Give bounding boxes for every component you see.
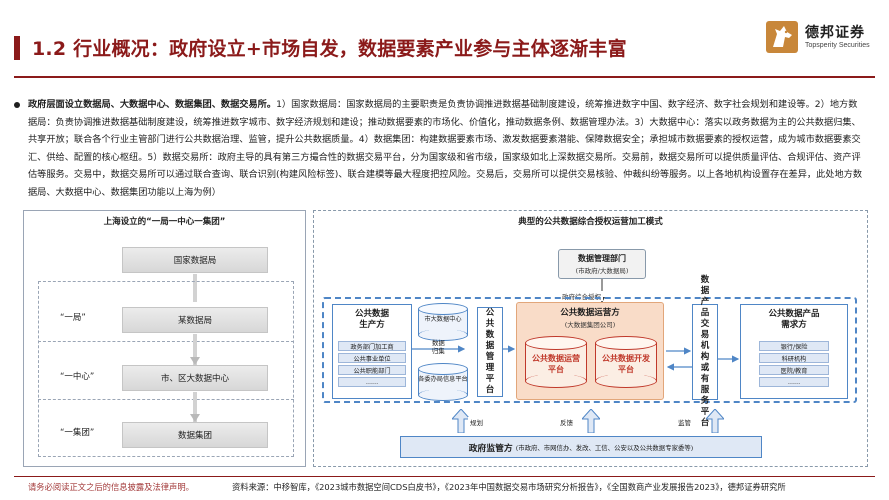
left-diagram-title: 上海设立的“一局一中心一集团” [103, 217, 226, 227]
brand-logo: 德邦证券 Topsperity Securities [765, 18, 875, 58]
footer-divider [14, 476, 875, 477]
city-big-data-center-cylinder: 市大数据中心 [418, 303, 468, 341]
demander-item: 银行/保险 [759, 341, 829, 351]
local-data-bureau-box: 某数据局 [122, 307, 268, 333]
bullet-dot-icon [14, 102, 20, 108]
data-demander-box: 公共数据产品 需求方 银行/保险 科研机构 医院/教育 …… [740, 304, 848, 399]
up-arrow-icon [582, 409, 600, 433]
arrow-label-feedback: 反馈 [558, 417, 575, 427]
intro-lead: 政府层面设立数据局、大数据中心、数据集团、数据交易所。 [28, 99, 277, 110]
connector-line [193, 334, 197, 366]
dashed-group-frame [38, 281, 294, 457]
demander-item: 科研机构 [759, 353, 829, 363]
national-data-bureau-box: 国家数据局 [122, 247, 268, 273]
mgmt-subtitle: (市政府/大数据局) [575, 267, 629, 275]
horse-head-icon [766, 21, 798, 53]
row-label-center: “一中心” [60, 372, 95, 382]
authorized-operation-diagram: 典型的公共数据综合授权运营加工模式 数据管理部门 (市政府/大数据局) 政府综合… [313, 210, 868, 467]
mgmt-title: 数据管理部门 [578, 254, 626, 263]
government-regulator-box: 政府监管方 (市政府、市网信办、发改、工信、公安以及公共数据专家委等) [400, 436, 762, 458]
down-arrow-icon [190, 357, 200, 365]
source-text: 资料来源：中移智库，《2023城市数据空间CDS白皮书》，《2023年中国数据交… [232, 482, 786, 492]
disclaimer-text: 请务必阅读正文之后的信息披露及法律声明。 [28, 482, 194, 492]
cylinder-label: 市大数据中心 [424, 316, 462, 323]
up-arrow-icon [706, 409, 724, 433]
producer-item: 公共事业单位 [338, 353, 406, 363]
operation-platform-label: 公共数据运营平台 [532, 354, 580, 374]
operation-platform-cylinder: 公共数据运营平台 [525, 336, 587, 388]
demander-item: 医院/教育 [759, 365, 829, 375]
connector-line [193, 392, 197, 422]
data-producer-box: 公共数据 生产方 政务部门加工商 公共事业单位 公共职能部门 …… [332, 304, 412, 399]
title-divider [14, 76, 875, 78]
logo-text-en: Topsperity Securities [805, 42, 870, 49]
dashed-separator [38, 341, 294, 342]
logo-text-cn: 德邦证券 [805, 25, 865, 41]
gov-title: 政府监管方 [468, 443, 513, 454]
intro-paragraph: 政府层面设立数据局、大数据中心、数据集团、数据交易所。1）国家数据局：国家数据局… [14, 96, 866, 201]
ops-title: 公共数据运营方 [560, 308, 620, 318]
operation-frame [322, 297, 857, 403]
big-data-center-box: 市、区大数据中心 [122, 365, 268, 391]
gov-subtitle: (市政府、市网信办、发改、工信、公安以及公共数据专家委等) [515, 443, 694, 452]
arrow-label-planning: 规划 [468, 417, 485, 427]
down-arrow-icon [190, 414, 200, 422]
right-diagram-title: 典型的公共数据综合授权运营加工模式 [518, 217, 663, 227]
bureau-info-platform-cylinder: 各委办局信息平台 [418, 363, 468, 401]
connector-line [193, 274, 197, 302]
demander-title-1: 公共数据产品 [768, 309, 820, 319]
data-collection-label: 数据 归集 [432, 339, 445, 355]
demander-title-2: 需求方 [781, 320, 807, 330]
title-accent-bar [14, 36, 20, 60]
development-platform-cylinder: 公共数据开发平台 [595, 336, 657, 388]
intro-body: 1）国家数据局：国家数据局的主要职责是负责协调推进数据基础制度建设，统筹推进数字… [28, 99, 863, 198]
cylinder-label: 各委办局信息平台 [418, 376, 468, 383]
producer-item: 政务部门加工商 [338, 341, 406, 351]
arrow-label-supervision: 监管 [676, 417, 693, 427]
data-operator-box: 公共数据运营方 (大数据集团公司) 公共数据运营平台 公共数据开发平台 [516, 302, 664, 400]
row-label-bureau: “一局” [60, 313, 86, 323]
development-platform-label: 公共数据开发平台 [602, 354, 650, 374]
public-data-platform-box: 公共数据管理平台 [477, 307, 503, 397]
dashed-separator [38, 399, 294, 400]
demander-item: …… [759, 377, 829, 387]
data-exchange-box: 数据产品交易机构或有服务平台 [692, 275, 718, 428]
producer-title-2: 生产方 [359, 320, 385, 330]
page-title: 1.2 行业概况：政府设立+市场自发，数据要素产业参与主体逐渐丰富 [32, 38, 627, 60]
row-label-group: “一集团” [60, 428, 95, 438]
producer-title-1: 公共数据 [354, 309, 389, 319]
producer-item: 公共职能部门 [338, 365, 406, 375]
data-group-box: 数据集团 [122, 422, 268, 448]
shanghai-structure-diagram: 上海设立的“一局一中心一集团” 国家数据局 “一局” 某数据局 “一中心” 市、… [23, 210, 306, 467]
ops-subtitle: (大数据集团公司) [564, 321, 616, 329]
data-management-dept-box: 数据管理部门 (市政府/大数据局) [558, 249, 646, 279]
producer-item: …… [338, 377, 406, 387]
